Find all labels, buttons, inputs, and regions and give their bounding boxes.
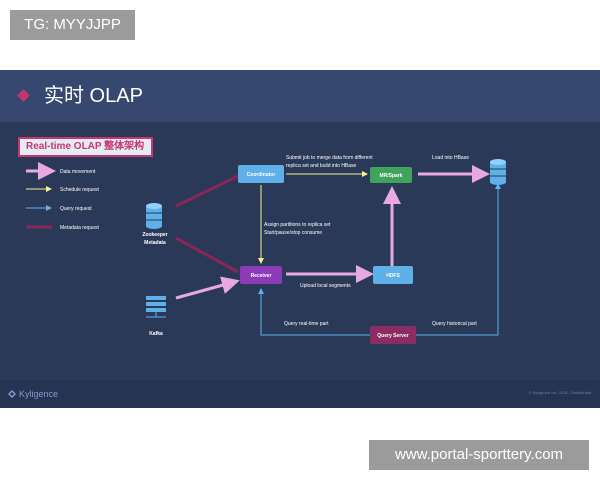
legend: Data movement Schedule request Query req… <box>26 162 100 231</box>
legend-label-metadata: Metadata request <box>60 225 100 231</box>
kafka-server-icon <box>146 296 166 318</box>
zookeeper-sublabel: Metadata <box>144 240 166 246</box>
legend-label-query: Query request <box>60 206 92 212</box>
hbase-database-icon <box>490 159 506 185</box>
zookeeper-database-icon <box>146 203 162 229</box>
legend-label-data-movement: Data movement <box>60 169 96 175</box>
receiver-label: Receiver <box>251 273 272 279</box>
watermark-url: www.portal-sporttery.com <box>369 440 589 470</box>
legend-label-schedule: Schedule request <box>60 187 100 193</box>
hdfs-label: HDFS <box>386 273 400 279</box>
copyright-text: © Kyligence Inc. 2018. Confidential. <box>528 390 592 395</box>
data-arrow-kafka-receiver <box>175 276 240 300</box>
annotation-submit-2: replica set and build into HBase <box>286 163 357 169</box>
zookeeper-label: Zookeeper <box>142 232 167 238</box>
query-arrow-realtime <box>258 288 370 336</box>
brand-logo: Kyligence <box>8 388 58 400</box>
query-server-node: Query Server <box>370 326 416 344</box>
slide-header: 实时 OLAP <box>0 70 600 122</box>
slide: 实时 OLAP Data movement Schedule request Q… <box>0 70 600 408</box>
annotation-query-realtime: Query real-time part <box>284 321 329 327</box>
coordinator-node: Coordinator <box>238 165 284 183</box>
mrspark-node: MR/Spark <box>370 167 412 183</box>
annotation-submit-1: Submit job to merge data from different <box>286 155 373 161</box>
metadata-link-zk-receiver <box>175 236 239 274</box>
annotation-query-historical: Query historical part <box>432 321 477 327</box>
hdfs-node: HDFS <box>373 266 413 284</box>
slide-title: 实时 OLAP <box>44 85 143 107</box>
receiver-node: Receiver <box>240 266 282 284</box>
annotation-upload: Upload local segments <box>300 283 351 289</box>
query-server-label: Query Server <box>377 333 408 339</box>
coordinator-label: Coordinator <box>247 172 276 178</box>
kafka-label: Kafka <box>149 331 163 337</box>
slide-footer: Kyligence © Kyligence Inc. 2018. Confide… <box>0 380 600 408</box>
annotation-load-hbase: Load into HBase <box>432 155 469 161</box>
mrspark-label: MR/Spark <box>379 173 402 179</box>
query-arrow-historical <box>416 183 501 336</box>
metadata-link-zk-coordinator <box>175 174 239 208</box>
kyligence-logo-icon <box>8 390 16 398</box>
annotation-assign-2: Start/pause/stop consume <box>264 230 322 236</box>
section-subtitle: Real-time OLAP 整体架构 <box>18 137 153 157</box>
annotation-assign-1: Assign partitions to replica set <box>264 222 331 228</box>
brand-name: Kyligence <box>19 389 59 399</box>
architecture-diagram: Data movement Schedule request Query req… <box>26 155 506 344</box>
tg-tag: TG: MYYJJPP <box>10 10 135 40</box>
